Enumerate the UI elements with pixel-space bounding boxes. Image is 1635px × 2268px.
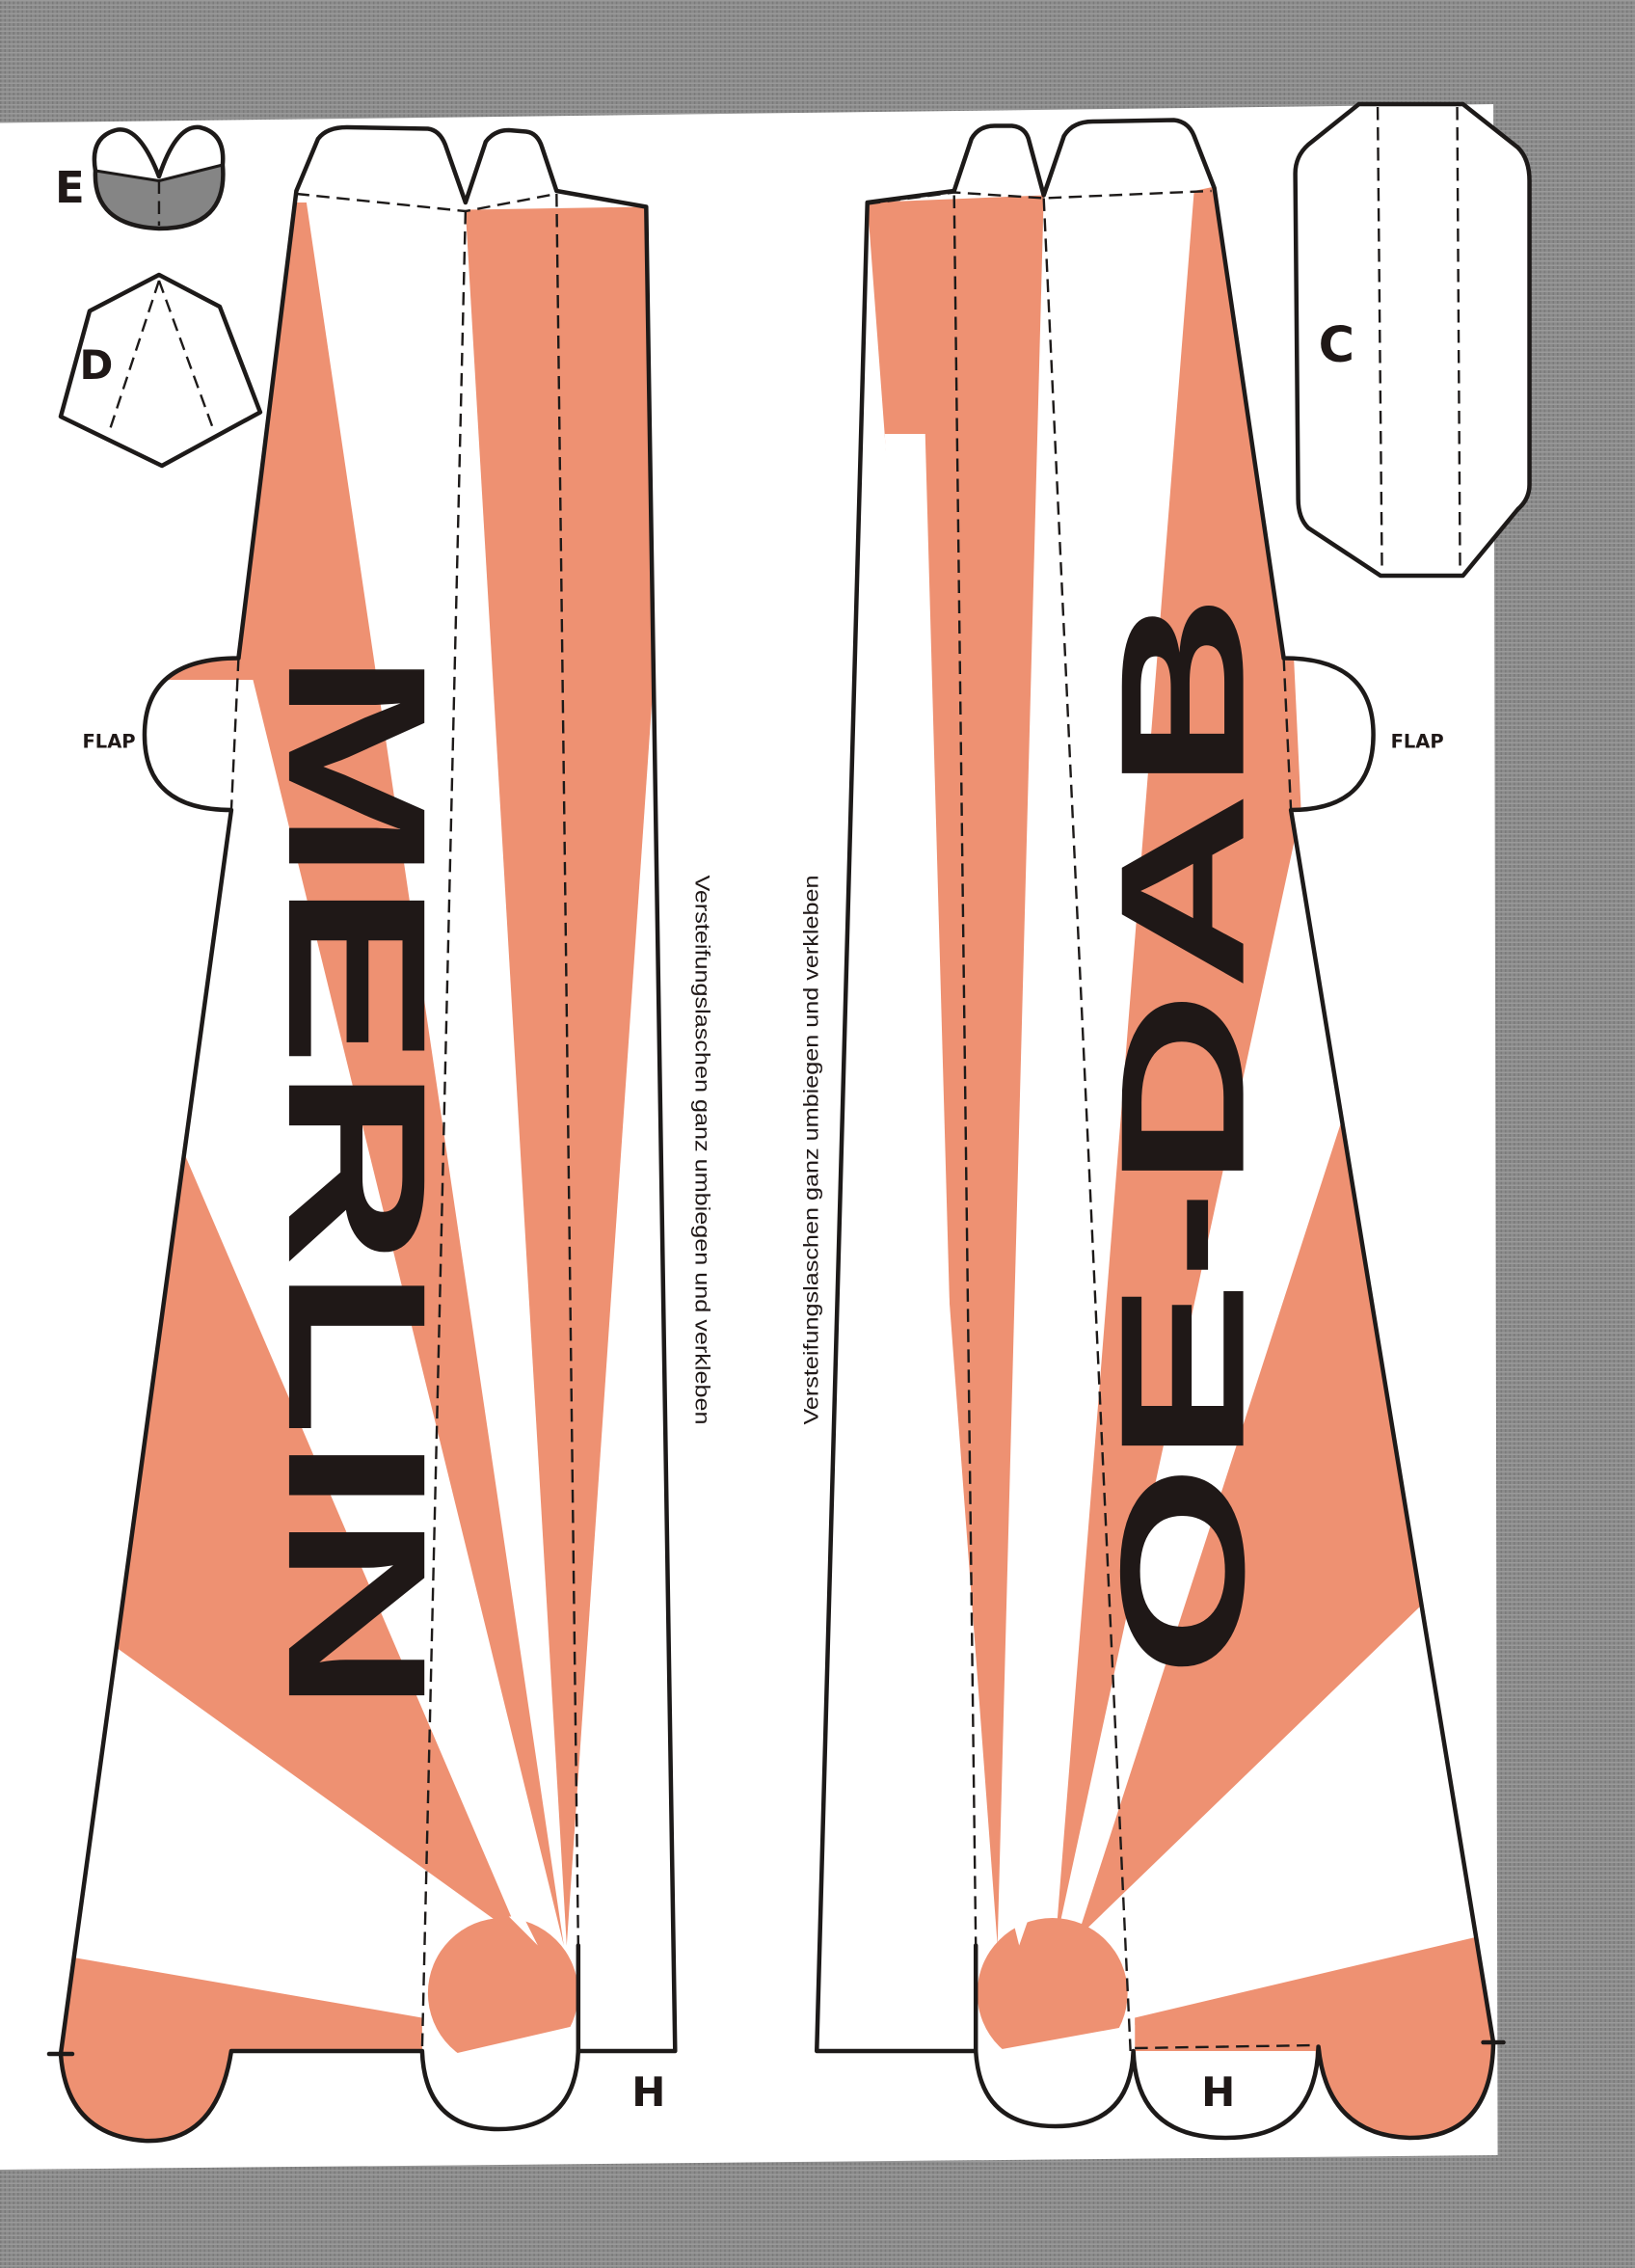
part-h-label-right: H [1201,2068,1235,2116]
stripe [144,202,564,1946]
fuselage-left-outline [58,124,678,2144]
part-e-outline [92,124,226,231]
stripe [1135,1924,1494,2138]
fuselage-right-outline [815,118,1496,2141]
part-d-outline [58,272,263,469]
instruction-right: Versteifungslaschen ganz umbiegen und ve… [801,876,823,1425]
stripe [60,1128,521,1938]
flap-label-right: FLAP [1391,730,1444,752]
fuselage-left-side: MERLIN FLAP H Versteifungslaschen ganz u… [46,124,712,2144]
stripe [1055,185,1301,1946]
part-e: E [55,124,226,231]
stripe [465,206,654,1946]
part-d-label: D [79,341,113,389]
part-e-bowl [94,165,224,229]
part-e-label: E [55,162,85,213]
fuselage-right-side: OE-DAB FLAP H Versteifungslaschen ganz u… [801,118,1506,2141]
stripe [427,1918,578,2068]
lettering-merlin: MERLIN [247,651,467,1714]
lettering-oe-dab: OE-DAB [1084,593,1281,1678]
instruction-left: Versteifungslaschen ganz umbiegen und ve… [690,876,712,1425]
part-c-label: C [1319,317,1354,374]
stripe [977,1918,1128,2068]
part-h-label-left: H [631,2068,665,2116]
part-c-outline [1293,101,1532,579]
flap-label-left: FLAP [82,730,135,752]
part-d: D [58,272,263,469]
part-c: C [1293,101,1532,579]
